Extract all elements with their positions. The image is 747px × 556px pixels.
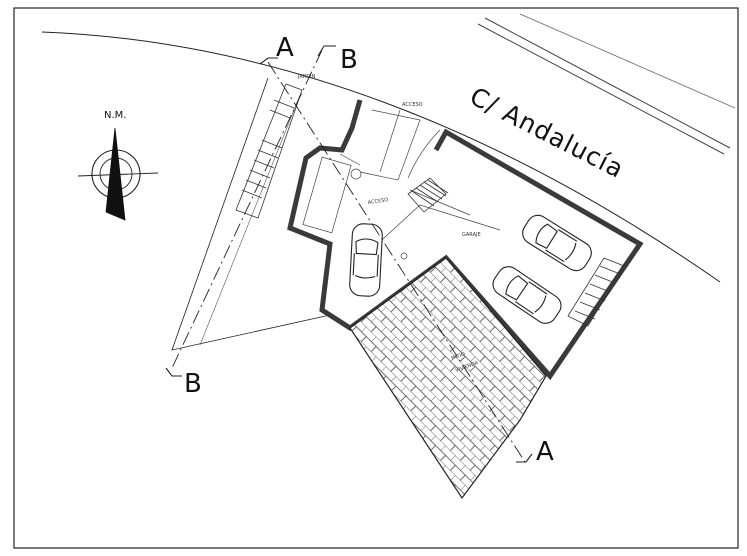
street-road-line-3	[519, 13, 736, 109]
section-b-top-arrow	[317, 45, 336, 57]
acceso-top-label: ACCESO	[402, 102, 423, 108]
section-b-bottom-arrow	[165, 367, 182, 377]
north-arrow-icon	[77, 127, 159, 221]
section-a-bottom-arrow	[516, 453, 533, 463]
side-stair	[235, 83, 303, 219]
building-wall-outline	[287, 99, 644, 381]
section-a-top-label: A	[276, 33, 294, 63]
acceso-label: ACCESO	[367, 197, 388, 206]
garden-small-label: JARDIN	[297, 74, 316, 80]
car-2	[522, 214, 592, 272]
section-line-b	[171, 49, 323, 369]
plot-boundary-inner	[199, 94, 301, 346]
garage-stair	[567, 257, 625, 327]
street-road-line-1	[484, 17, 731, 149]
street-name-label: C/ Andalucía	[465, 82, 629, 184]
section-a-bottom-label: A	[536, 437, 554, 467]
street-road-line-2	[477, 23, 725, 155]
car-3	[492, 266, 562, 324]
central-stair	[407, 177, 449, 213]
plot-boundary	[171, 77, 331, 351]
paved-patio	[349, 257, 547, 500]
drawing-frame	[13, 7, 739, 549]
car-1	[349, 223, 383, 297]
garaje-label: GARAJE	[462, 232, 481, 238]
north-label: N.M.	[104, 110, 126, 121]
patio-label: PATIO	[451, 351, 466, 362]
section-b-top-label: B	[340, 45, 358, 75]
section-b-bottom-label: B	[184, 369, 202, 399]
section-line-a	[267, 61, 526, 463]
street-edge-line	[41, 31, 721, 283]
section-a-top-arrow	[259, 57, 278, 65]
